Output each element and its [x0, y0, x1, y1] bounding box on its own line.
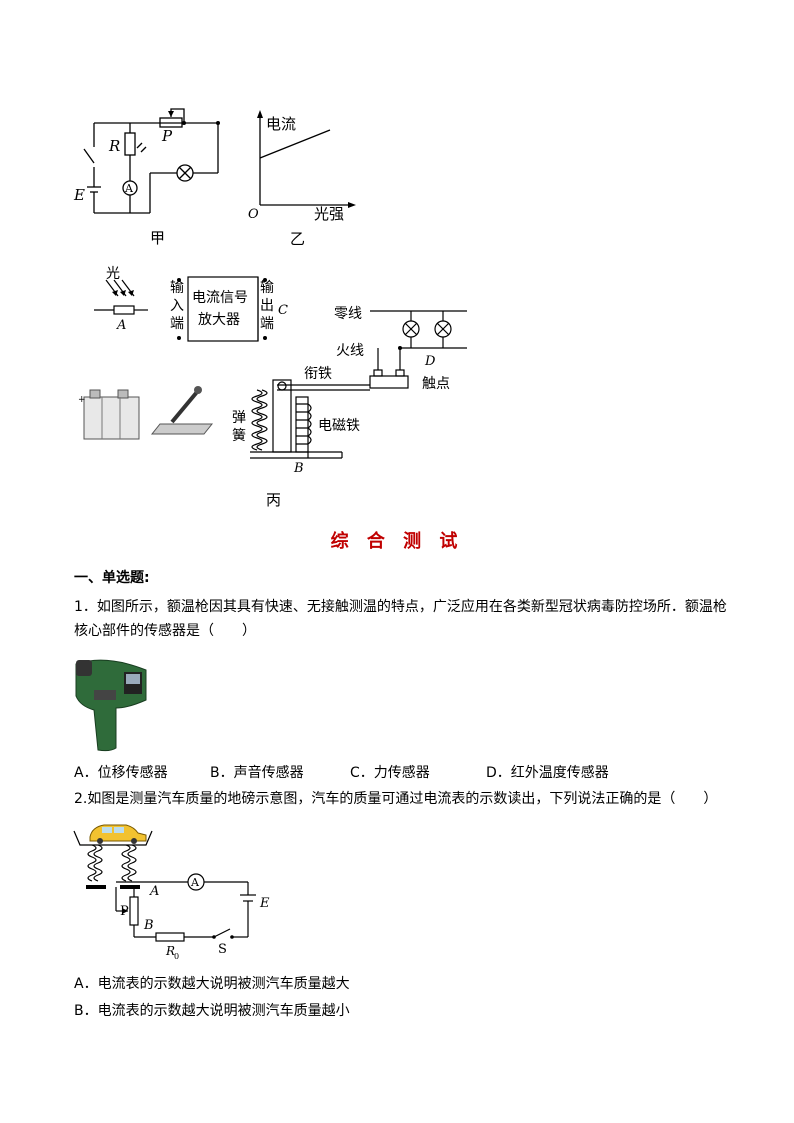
x-axis-label: 光强 [314, 205, 344, 223]
amp-label-2: 放大器 [198, 312, 240, 328]
spring-label-2: 簧 [232, 428, 246, 444]
output-label-3: 端 [260, 316, 274, 332]
spring-label-1: 弹 [232, 410, 246, 426]
battery-icon: + [78, 389, 140, 440]
relay-circuit-bing: + 光 A 电流信号 放大器 输 入 端 输 出 端 C 零线 火线 D 触点 … [78, 266, 467, 509]
q1-option-c: C．力传感器 [350, 765, 430, 781]
label-B: B [143, 918, 154, 933]
origin-label: O [248, 207, 259, 222]
section-title: 综 合 测 试 [330, 531, 464, 552]
armature-label: 衔铁 [304, 366, 332, 382]
caption-bing: 丙 [266, 491, 281, 509]
input-label-3: 端 [170, 316, 184, 332]
output-label-1: 输 [260, 280, 274, 296]
caption-jia: 甲 [150, 229, 165, 247]
label-E: E [259, 896, 270, 911]
ammeter-label: A [124, 182, 134, 195]
label-D: D [424, 354, 436, 369]
label-S: S [218, 942, 227, 957]
caption-yi: 乙 [290, 230, 305, 248]
label-E: E [73, 186, 85, 204]
q1-option-a: A．位移传感器 [74, 765, 168, 781]
label-R: R [108, 137, 120, 155]
amp-label-1: 电流信号 [192, 290, 248, 306]
live-line-label: 火线 [336, 343, 364, 359]
label-A: A [149, 884, 159, 899]
label-R0: R [165, 944, 175, 958]
q2-option-b: B．电流表的示数越大说明被测汽车质量越小 [74, 1003, 350, 1019]
thermometer-gun-image [75, 659, 147, 752]
light-label: 光 [106, 266, 120, 282]
question-1-text: 1．如图所示，额温枪因其具有快速、无接触测温的特点，广泛应用在各类新型冠状病毒防… [74, 599, 727, 639]
question-2-text: 2.如图是测量汽车质量的地磅示意图，汽车的质量可通过电流表的示数读出，下列说法正… [74, 791, 718, 807]
label-R0-subscript: 0 [174, 952, 179, 961]
section-heading: 一、单选题: [74, 570, 150, 586]
electromagnet-label: 电磁铁 [318, 418, 360, 434]
label-B: B [293, 461, 304, 476]
q1-option-d: D．红外温度传感器 [486, 765, 609, 781]
input-label-2: 入 [170, 298, 184, 314]
svg-text:+: + [78, 395, 86, 405]
output-letter: C [278, 303, 288, 318]
q2-option-a: A．电流表的示数越大说明被测汽车质量越大 [74, 976, 350, 992]
q1-option-b: B．声音传感器 [210, 765, 304, 781]
car-icon [89, 824, 147, 844]
y-axis-label: 电流 [266, 115, 296, 133]
label-P: P [120, 904, 129, 919]
contact-label: 触点 [422, 376, 450, 392]
input-label-1: 输 [170, 280, 184, 296]
ammeter-label: A [190, 876, 200, 889]
output-label-2: 出 [260, 298, 274, 314]
graph-yi: 电流 光强 O 乙 [248, 110, 356, 248]
knife-switch-icon [150, 386, 214, 435]
label-P: P [161, 127, 173, 145]
weighbridge-circuit: A P B E S R 0 A [73, 824, 270, 961]
sensor-label-A: A [116, 318, 126, 333]
circuit-jia: R P E A 甲 [73, 108, 220, 247]
neutral-line-label: 零线 [334, 306, 362, 322]
